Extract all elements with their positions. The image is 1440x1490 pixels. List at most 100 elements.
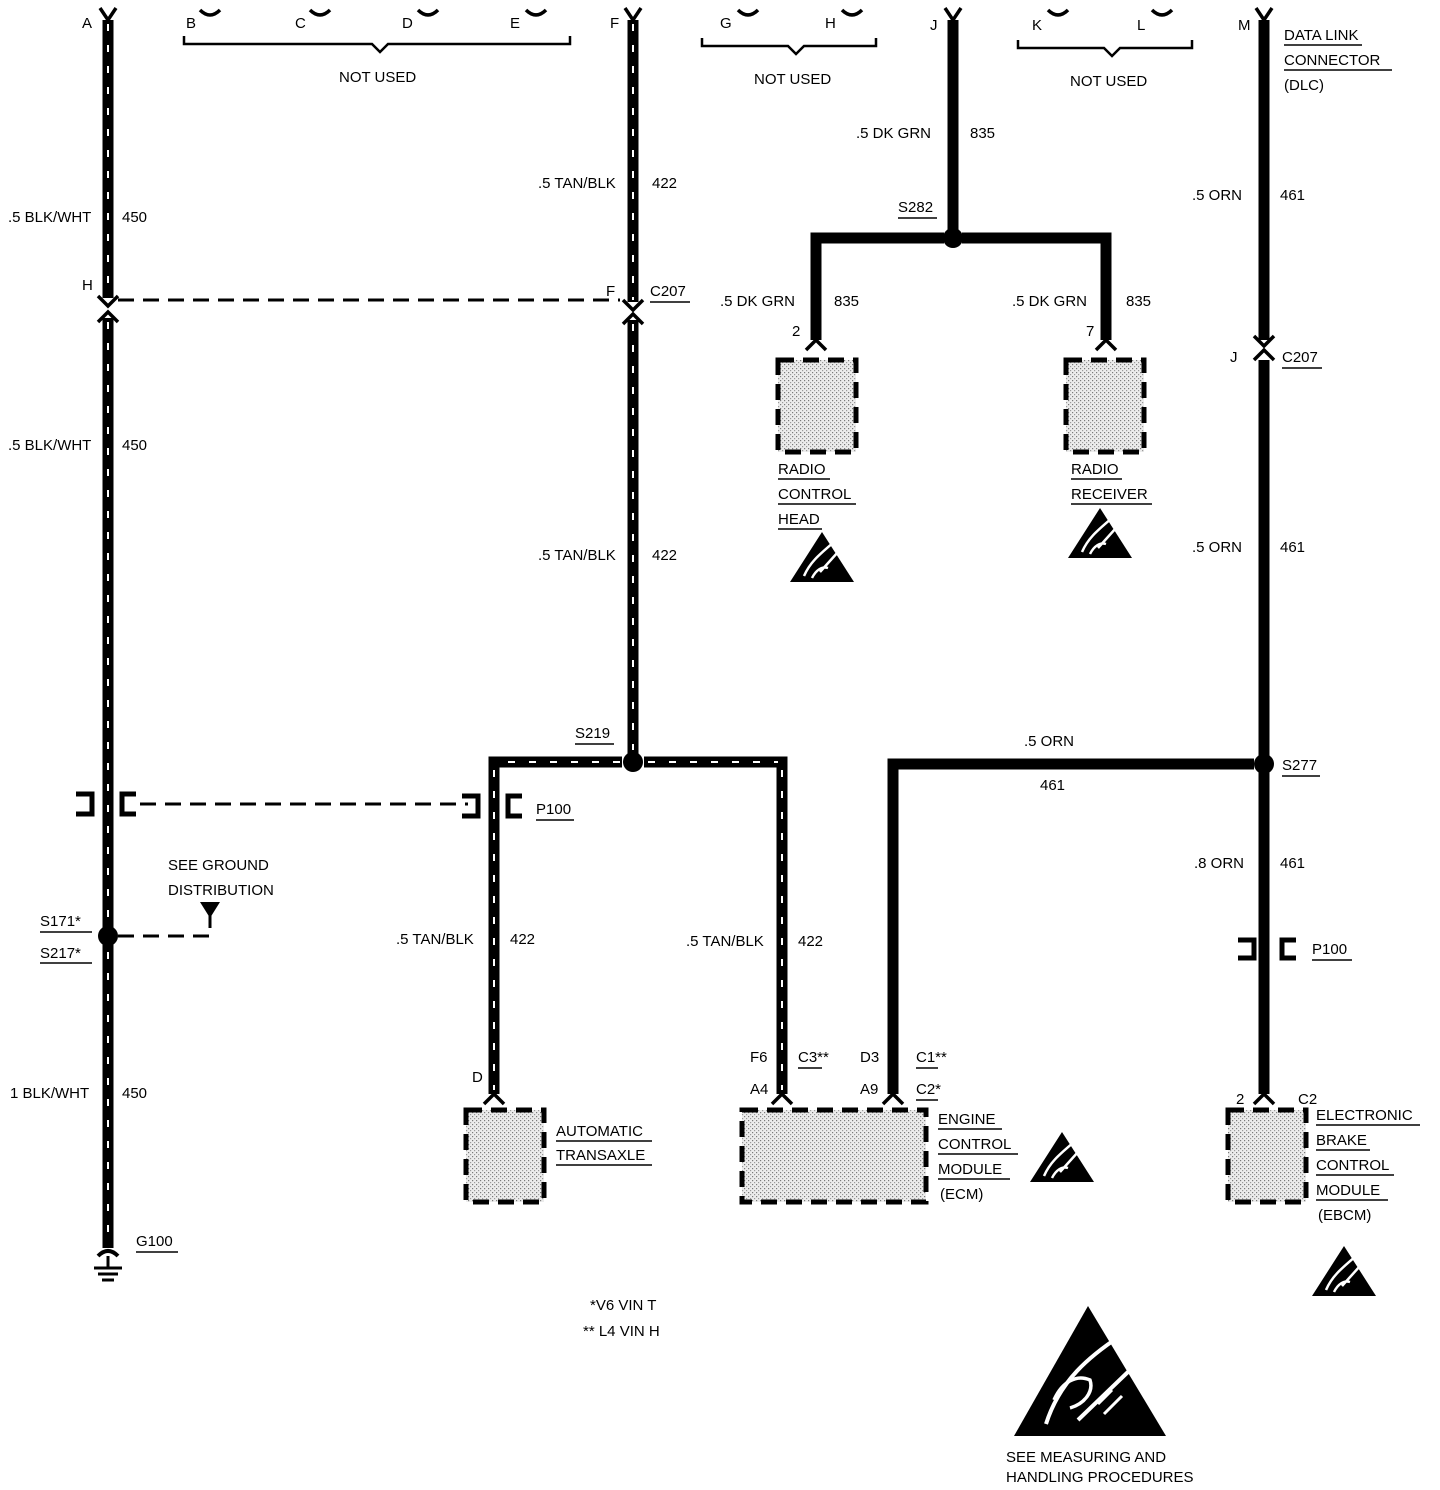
- wire-450-number-1: 450: [122, 209, 147, 226]
- wire-461-color-1: .5 ORN: [1192, 187, 1242, 204]
- ecm-pin-a9-label: A9: [860, 1081, 878, 1098]
- radio-receiver-esd-icon: [1066, 506, 1134, 560]
- pin-e-label: E: [510, 15, 520, 32]
- wire-461-color-3: .5 ORN: [1024, 733, 1074, 750]
- radio-head-terminal: [804, 337, 828, 352]
- not-used-label-2: NOT USED: [754, 71, 831, 88]
- radio-head-label-3: HEAD: [778, 511, 820, 528]
- radio-head-label-2: CONTROL: [778, 486, 851, 503]
- ecm-label-2: CONTROL: [938, 1136, 1011, 1153]
- ebcm-terminal: [1252, 1091, 1276, 1106]
- esd-caption-2: HANDLING PROCEDURES: [1006, 1469, 1194, 1486]
- ecm-pin-c3-label: C3**: [798, 1049, 829, 1066]
- esd-warning-icon: [1014, 1306, 1166, 1436]
- ebcm-pin-2-label: 2: [1236, 1091, 1244, 1108]
- radio-head-esd-icon: [788, 530, 856, 584]
- ebcm-label-1: ELECTRONIC: [1316, 1107, 1413, 1124]
- connector-c207-right-top: [1252, 334, 1276, 349]
- radio-head-pin-label: 2: [792, 323, 800, 340]
- ecm-pin-a4-label: A4: [750, 1081, 768, 1098]
- ground-g100-icon: [94, 1249, 122, 1282]
- splice-s282: [943, 228, 963, 248]
- wire-422-number-1: 422: [652, 175, 677, 192]
- wire-422-number-2: 422: [652, 547, 677, 564]
- ecm-terminal-a9: [881, 1091, 905, 1106]
- ecm-pin-c2s-label: C2*: [916, 1081, 941, 1098]
- wire-422-number-3: 422: [510, 931, 535, 948]
- wire-461: [887, 20, 1270, 1094]
- ecm-esd-icon: [1028, 1130, 1096, 1184]
- ground-see-label: SEE GROUND: [168, 857, 269, 874]
- splice-s277: [1254, 754, 1274, 774]
- connector-c207-mid-label: C207: [650, 283, 686, 300]
- wire-461-number-2: 461: [1280, 539, 1305, 556]
- wire-450-color-2: .5 BLK/WHT: [8, 437, 91, 454]
- pin-j-label: J: [930, 17, 938, 34]
- ebcm-label-2: BRAKE: [1316, 1132, 1367, 1149]
- not-used-label-3: NOT USED: [1070, 73, 1147, 90]
- dlc-label: DATA LINK CONNECTOR (DLC): [1284, 27, 1392, 94]
- connector-p100-right-label: P100: [1312, 941, 1347, 958]
- connector-c207-mid-bottom: [621, 311, 645, 326]
- footnote-l4: ** L4 VIN H: [583, 1323, 660, 1340]
- transaxle-label-1: AUTOMATIC: [556, 1123, 643, 1140]
- connector-c207-right-bottom: [1252, 347, 1276, 362]
- ebcm-esd-icon: [1310, 1244, 1378, 1298]
- engine-control-module-box: [739, 1107, 929, 1205]
- radio-receiver-label-1: RADIO: [1071, 461, 1119, 478]
- connector-c207-right-label: C207: [1282, 349, 1318, 366]
- pin-a-label: A: [82, 15, 92, 32]
- pin-g-label: G: [720, 15, 732, 32]
- pin-d-transaxle-label: D: [472, 1069, 483, 1086]
- radio-receiver-box: [1063, 357, 1147, 455]
- wire-461-color-2: .5 ORN: [1192, 539, 1242, 556]
- not-used-label-1: NOT USED: [339, 69, 416, 86]
- wire-461-number-1: 461: [1280, 187, 1305, 204]
- not-used-brace-3: NOT USED: [1016, 40, 1194, 90]
- wire-835-number-2: 835: [834, 293, 859, 310]
- radio-control-head-box: [775, 357, 859, 455]
- splice-s217-label: S217*: [40, 945, 81, 962]
- ebcm-label-5: (EBCM): [1318, 1207, 1371, 1224]
- ebcm-pin-c2-label: C2: [1298, 1091, 1317, 1108]
- dlc-line-3: (DLC): [1284, 77, 1324, 94]
- connector-c207-left-top: [96, 294, 120, 309]
- automatic-transaxle-box: [463, 1107, 547, 1205]
- radio-head-label-1: RADIO: [778, 461, 826, 478]
- not-used-brace-2: NOT USED: [700, 38, 878, 88]
- pin-l-label: L: [1137, 17, 1145, 34]
- wire-450-number-2: 450: [122, 437, 147, 454]
- wire-450-color-3: 1 BLK/WHT: [10, 1085, 89, 1102]
- wire-461-number-4: 461: [1280, 855, 1305, 872]
- wire-835-color-2: .5 DK GRN: [720, 293, 795, 310]
- wire-422-color-4: .5 TAN/BLK: [686, 933, 764, 950]
- wire-835-color-1: .5 DK GRN: [856, 125, 931, 142]
- pin-h-c207-label: H: [82, 277, 93, 294]
- ecm-pin-d3-label: D3: [860, 1049, 879, 1066]
- electronic-brake-control-module-box: [1225, 1107, 1309, 1205]
- wire-461-color-4: .8 ORN: [1194, 855, 1244, 872]
- pin-h-label: H: [825, 15, 836, 32]
- wire-835-number-3: 835: [1126, 293, 1151, 310]
- wire-835-color-3: .5 DK GRN: [1012, 293, 1087, 310]
- connector-p100-left: [76, 791, 136, 817]
- splice-s219: [623, 752, 643, 772]
- pin-m-label: M: [1238, 17, 1251, 34]
- ecm-pin-c1-label: C1**: [916, 1049, 947, 1066]
- wire-422: [488, 20, 788, 1094]
- ecm-label-3: MODULE: [938, 1161, 1002, 1178]
- ecm-label-4: (ECM): [940, 1186, 983, 1203]
- wire-422-number-4: 422: [798, 933, 823, 950]
- ecm-terminal-a4: [770, 1091, 794, 1106]
- dlc-line-2: CONNECTOR: [1284, 52, 1381, 69]
- ground-distribution-icon: [200, 902, 220, 918]
- connector-p100-mid: [462, 793, 522, 819]
- wire-450-number-3: 450: [122, 1085, 147, 1102]
- ebcm-label-3: CONTROL: [1316, 1157, 1389, 1174]
- pin-c-label: C: [295, 15, 306, 32]
- splice-s171-s217: [98, 926, 118, 946]
- wire-450-color-1: .5 BLK/WHT: [8, 209, 91, 226]
- ecm-label-1: ENGINE: [938, 1111, 996, 1128]
- ebcm-label-4: MODULE: [1316, 1182, 1380, 1199]
- ecm-pin-f6-label: F6: [750, 1049, 768, 1066]
